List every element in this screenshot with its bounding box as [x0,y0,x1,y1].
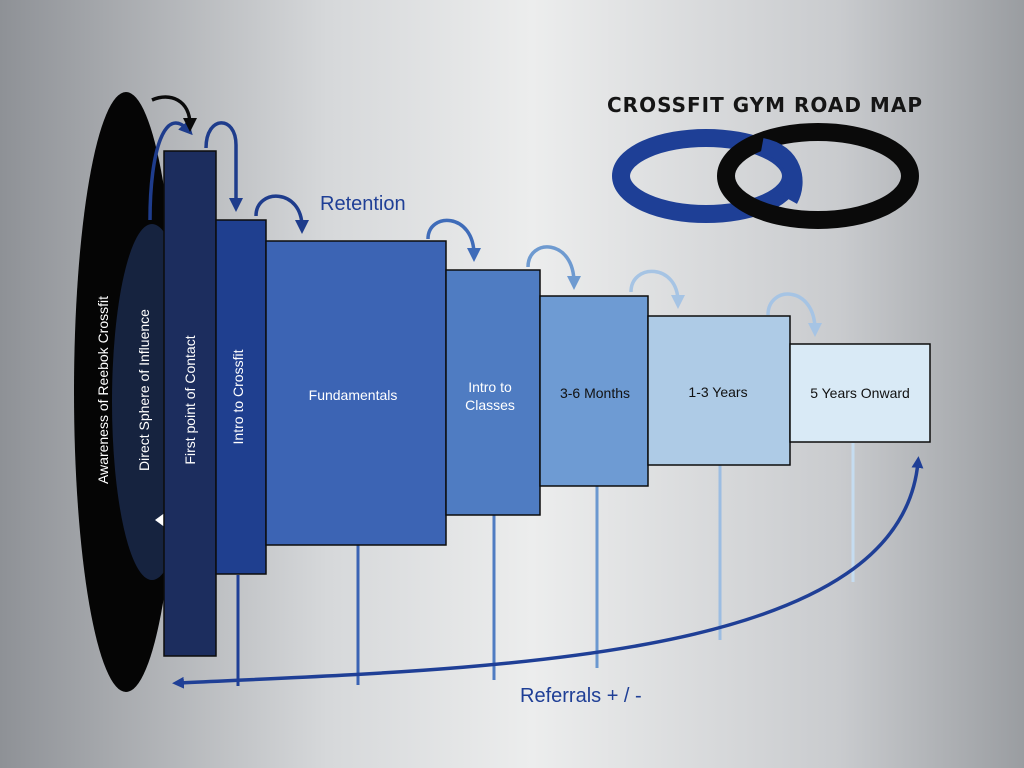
stage-label-3-6-months: 3-6 Months [560,385,630,401]
retention-arrow [629,269,685,309]
awareness-arrow [151,95,197,132]
stage-label-1-3-years: 1-3 Years [688,384,747,400]
page-title: CROSSFIT GYM ROAD MAP [607,93,923,117]
referrals-arrow [172,456,924,689]
retention-arrow [204,121,243,212]
sphere-label: Direct Sphere of Influence [136,309,152,471]
retention-arrow [526,245,581,290]
retention-arrow [254,194,309,234]
stage-label-first-contact: First point of Contact [182,335,198,464]
awareness-label: Awareness of Reebok Crossfit [95,296,111,484]
crossfit-logo [612,123,919,229]
retention-label: Retention [320,193,406,215]
stage-label-5-years: 5 Years Onward [810,385,910,401]
retention-arrows [148,120,822,337]
retention-arrow [148,120,193,221]
retention-arrow [766,292,822,337]
retention-arrow [426,218,481,262]
stage-label-fundamentals: Fundamentals [309,387,398,403]
stage-label-intro-crossfit: Intro to Crossfit [230,349,246,444]
stage-box-3-6-months [539,295,649,487]
stage-box-5-years [789,343,931,443]
referrals-label: Referrals + / - [520,685,642,707]
